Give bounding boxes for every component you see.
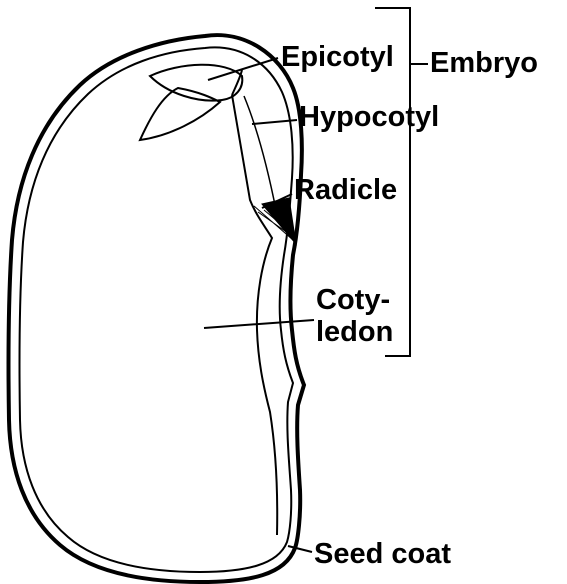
epicotyl-upper-leaf <box>150 65 242 101</box>
seed-coat-inner <box>19 47 293 572</box>
cotyledon-leader <box>204 320 314 328</box>
label-epicotyl: Epicotyl <box>281 41 394 73</box>
label-hypocotyl: Hypocotyl <box>299 101 439 133</box>
epicotyl-stem <box>232 70 242 95</box>
label-cotyledon-line1: Coty- <box>316 284 390 316</box>
epicotyl-lower-leaf <box>140 88 220 140</box>
label-embryo: Embryo <box>430 47 538 79</box>
label-seed-coat: Seed coat <box>314 538 451 570</box>
seed-coat-outer <box>8 35 304 582</box>
label-cotyledon-line2: ledon <box>316 316 393 348</box>
label-radicle: Radicle <box>294 174 397 206</box>
cotyledon-boundary <box>232 95 277 535</box>
